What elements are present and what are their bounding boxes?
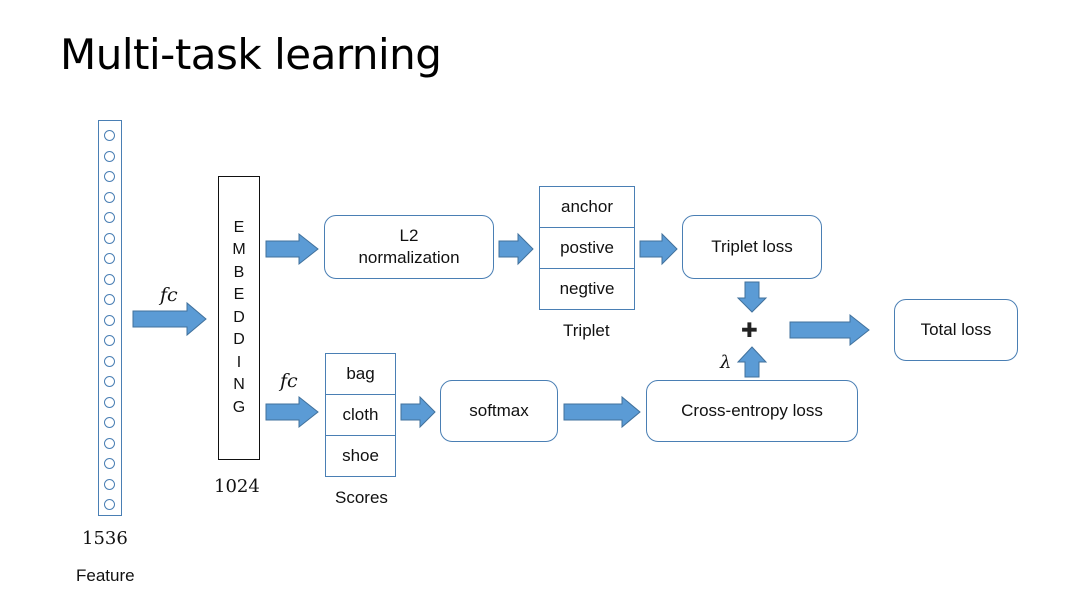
arrow-triplet-to-triplet-loss xyxy=(639,232,678,266)
feature-node xyxy=(104,150,115,162)
feature-node xyxy=(104,314,115,326)
cross-entropy-loss-box: Cross-entropy loss xyxy=(646,380,858,442)
embedding-dim: 1024 xyxy=(214,476,260,497)
embedding-letter: D xyxy=(233,331,245,349)
score-bag-cell: bag xyxy=(325,353,396,395)
feature-node xyxy=(104,437,115,449)
l2-line1: L2 xyxy=(399,226,419,245)
arrow-l2-to-triplet xyxy=(498,232,534,266)
feature-label: Feature xyxy=(76,566,135,585)
fc-label-top: fc xyxy=(160,284,178,306)
triplet-anchor-cell: anchor xyxy=(539,186,635,228)
plus-icon: ✚ xyxy=(741,320,758,342)
page-title: Multi-task learning xyxy=(60,30,442,79)
scores-label: Scores xyxy=(335,488,388,507)
arrow-embedding-to-l2 xyxy=(265,232,319,266)
feature-node xyxy=(104,376,115,387)
arrow-scores-to-softmax xyxy=(400,395,436,429)
triplet-positive-cell: postive xyxy=(539,227,635,269)
feature-node xyxy=(104,191,115,203)
score-cloth-cell: cloth xyxy=(325,394,396,436)
arrow-triplet-loss-down xyxy=(736,281,768,313)
lambda-label: λ xyxy=(720,352,732,373)
embedding-letter: G xyxy=(232,398,246,416)
feature-vector xyxy=(98,120,122,516)
feature-node xyxy=(104,458,115,469)
feature-dim: 1536 xyxy=(82,528,128,549)
feature-node xyxy=(104,355,115,367)
feature-node xyxy=(104,171,115,182)
feature-node xyxy=(104,478,115,490)
l2-line2: normalization xyxy=(358,248,460,267)
softmax-box: softmax xyxy=(440,380,558,442)
feature-node xyxy=(104,253,115,264)
feature-node xyxy=(104,499,115,510)
embedding-letter: E xyxy=(233,218,245,236)
embedding-letter: M xyxy=(232,241,246,259)
triplet-label: Triplet xyxy=(563,321,610,340)
arrow-to-total-loss xyxy=(789,313,870,347)
triplet-negative-cell: negtive xyxy=(539,268,635,310)
embedding-letter: N xyxy=(233,376,245,394)
feature-node xyxy=(104,396,115,408)
embedding-letter: I xyxy=(236,353,242,371)
arrow-softmax-to-cross-entropy xyxy=(563,395,641,429)
feature-node xyxy=(104,212,115,223)
embedding-letter: D xyxy=(233,308,245,326)
feature-node xyxy=(104,232,115,244)
l2-normalization-box: L2 normalization xyxy=(324,215,494,279)
embedding-letter: B xyxy=(233,263,245,281)
feature-node xyxy=(104,130,115,141)
feature-node xyxy=(104,294,115,305)
total-loss-box: Total loss xyxy=(894,299,1018,361)
arrow-cross-entropy-up xyxy=(736,346,768,378)
arrow-embedding-to-scores xyxy=(265,395,319,429)
feature-node xyxy=(104,417,115,428)
triplet-loss-box: Triplet loss xyxy=(682,215,822,279)
embedding-letter: E xyxy=(233,286,245,304)
fc-label-bottom: fc xyxy=(280,370,298,392)
feature-node xyxy=(104,273,115,285)
score-shoe-cell: shoe xyxy=(325,435,396,477)
feature-node xyxy=(104,335,115,346)
arrow-feature-to-embedding xyxy=(132,301,207,337)
